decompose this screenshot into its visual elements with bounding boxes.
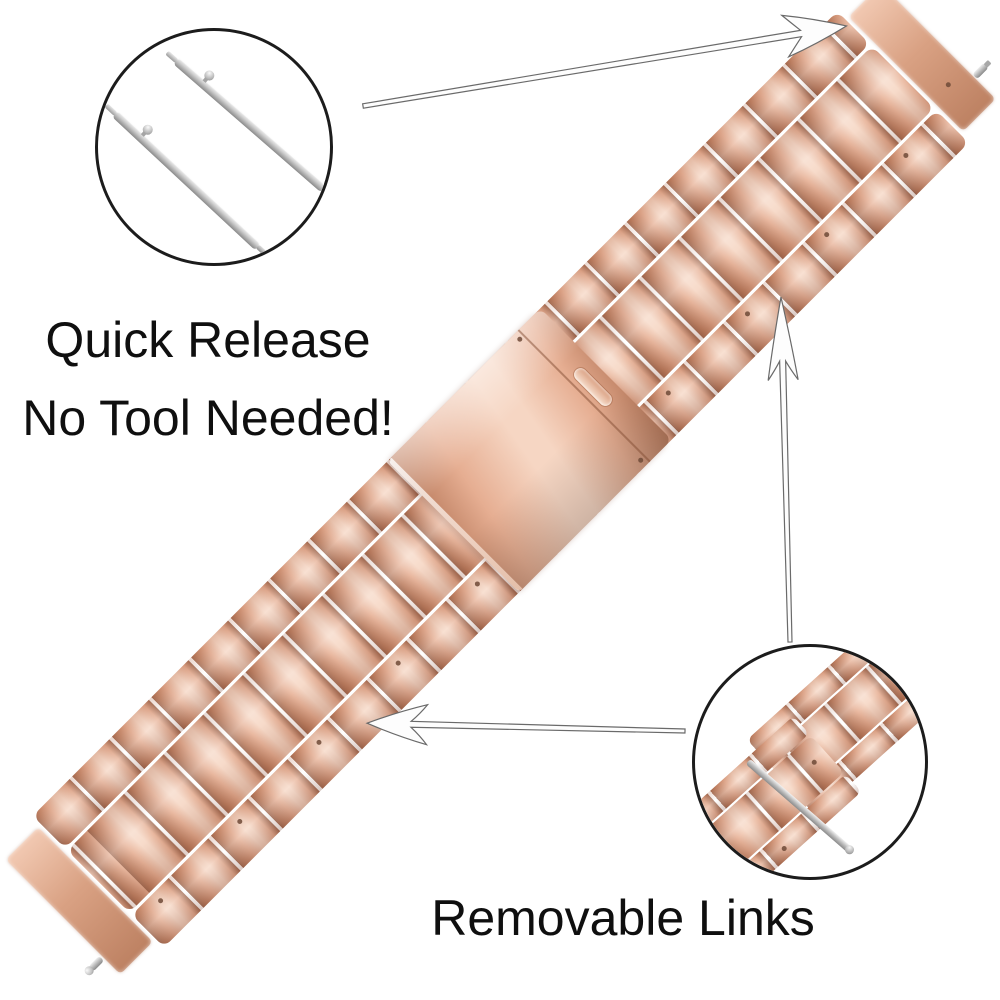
pin-knob [202,68,217,83]
spring-bar-knob-left [88,955,105,972]
arrow-removable-up-icon [767,296,799,643]
callout-circle-quick-release [95,28,333,266]
pin-end [321,186,330,198]
quick-release-pin-icon [104,103,268,256]
pin-end [255,244,268,256]
clasp-hinge-hole [637,456,645,464]
pin-tip [104,103,118,117]
quick-release-label-line2: No Tool Needed! [22,390,394,446]
pin-knob [140,122,155,137]
callout-circle-removable-links [692,644,928,880]
clasp-hinge-hole [516,335,524,343]
removable-links-label: Removable Links [431,890,815,946]
quick-release-label-line1: Quick Release [45,312,371,368]
spring-bar-tip-right [972,62,989,80]
arrow-removable-left-icon [365,703,686,746]
pin-tip [165,50,179,64]
quick-release-pin-icon [165,50,330,198]
